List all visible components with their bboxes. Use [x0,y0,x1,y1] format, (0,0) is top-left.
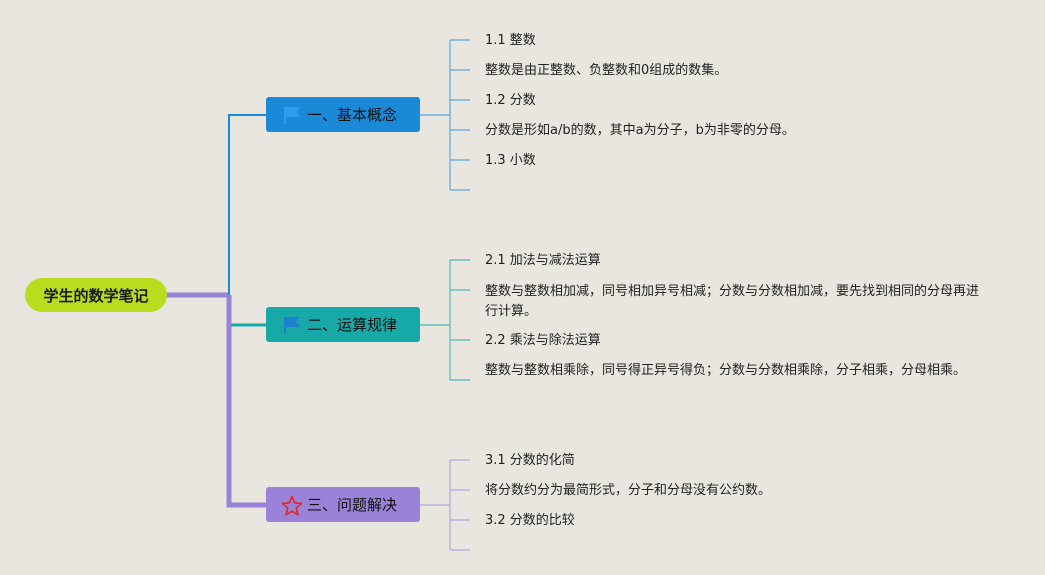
leaf-note[interactable]: 整数与整数相加减，同号相加异号相减；分数与分数相加减，要先找到相同的分母再进行计… [485,284,980,319]
leaf-note[interactable]: 将分数约分为最简形式，分子和分母没有公约数。 [485,483,772,498]
flag-icon [281,104,303,126]
leaf-topic[interactable]: 1.2 分数 [485,93,536,108]
leaf-note[interactable]: 整数与整数相乘除，同号得正异号得负；分数与分数相乘除，分子相乘，分母相乘。 [485,363,967,378]
leaf-topic[interactable]: 1.1 整数 [485,33,536,48]
branch-label: 一、基本概念 [306,106,397,124]
star-icon [281,494,303,516]
leaf-note[interactable]: 分数是形如a/b的数，其中a为分子，b为非零的分母。 [485,123,795,138]
leaf-topic[interactable]: 2.1 加法与减法运算 [485,253,601,268]
leaf-note[interactable]: 整数是由正整数、负整数和0组成的数集。 [485,63,728,78]
branch-basic-concepts[interactable]: 一、基本概念 [266,97,420,132]
flag-icon [281,314,303,336]
root-label: 学生的数学笔记 [43,286,149,305]
leaf-topic[interactable]: 3.2 分数的比较 [485,513,575,528]
leaf-topic[interactable]: 2.2 乘法与除法运算 [485,333,601,348]
branch-label: 二、运算规律 [306,316,397,334]
branch-problem-solving[interactable]: 三、问题解决 [266,487,420,522]
branch-label: 三、问题解决 [306,496,397,514]
branch-operation-rules[interactable]: 二、运算规律 [266,307,420,342]
leaf-topic[interactable]: 3.1 分数的化简 [485,453,575,468]
root-node[interactable]: 学生的数学笔记 [25,278,167,312]
leaf-topic[interactable]: 1.3 小数 [485,153,536,168]
